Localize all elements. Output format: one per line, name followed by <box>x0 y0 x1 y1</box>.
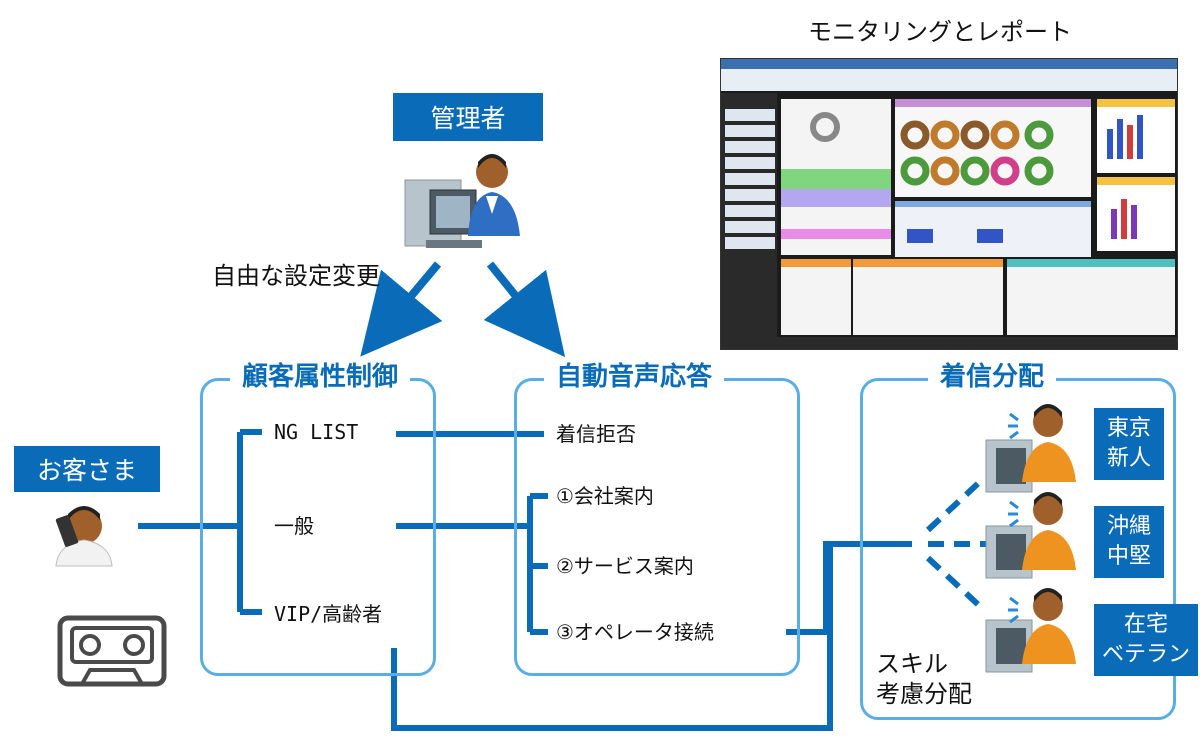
agent-tag-line1: 東京 <box>1106 416 1151 441</box>
attribute-panel-title: 顧客属性制御 <box>230 362 411 392</box>
cassette-tape-icon <box>57 615 167 687</box>
agent-tag-okinawa: 沖縄 中堅 <box>1094 506 1164 578</box>
ivr-item-operator: ③オペレータ接続 <box>556 620 714 644</box>
distribution-panel-title: 着信分配 <box>928 362 1057 392</box>
general-item: 一般 <box>274 514 314 538</box>
agent-tag-line2: ベテラン <box>1101 642 1190 667</box>
ivr-item-service: ②サービス案内 <box>556 554 694 578</box>
skill-caption-line1: スキル <box>876 650 948 678</box>
agent-tag-line2: 中堅 <box>1106 544 1151 569</box>
ivr-item-reject: 着信拒否 <box>556 422 636 446</box>
ivr-item-company: ①会社案内 <box>556 484 654 508</box>
admin-pc-icon <box>404 154 520 248</box>
operator-headset-icon <box>985 404 1076 493</box>
operator-headset-icon <box>985 492 1076 579</box>
monitoring-screenshot <box>720 58 1178 350</box>
ivr-panel-title: 自動音声応答 <box>544 362 725 392</box>
vip-elderly-item: VIP/高齢者 <box>274 602 383 626</box>
ng-list-item: NG LIST <box>274 420 359 444</box>
monitoring-title: モニタリングとレポート <box>808 18 1072 46</box>
customer-phone-icon <box>55 506 113 567</box>
agent-tag-remote: 在宅 ベテラン <box>1094 604 1198 676</box>
free-settings-caption: 自由な設定変更 <box>212 262 380 290</box>
skill-caption-line2: 考慮分配 <box>876 680 972 708</box>
operator-headset-icon <box>985 588 1076 673</box>
agent-tag-tokyo: 東京 新人 <box>1094 408 1164 480</box>
agent-tag-line1: 沖縄 <box>1106 514 1151 539</box>
admin-label: 管理者 <box>393 93 543 141</box>
agent-tag-line2: 新人 <box>1106 446 1151 471</box>
customer-label: お客さま <box>14 446 160 492</box>
agent-tag-line1: 在宅 <box>1123 612 1168 637</box>
